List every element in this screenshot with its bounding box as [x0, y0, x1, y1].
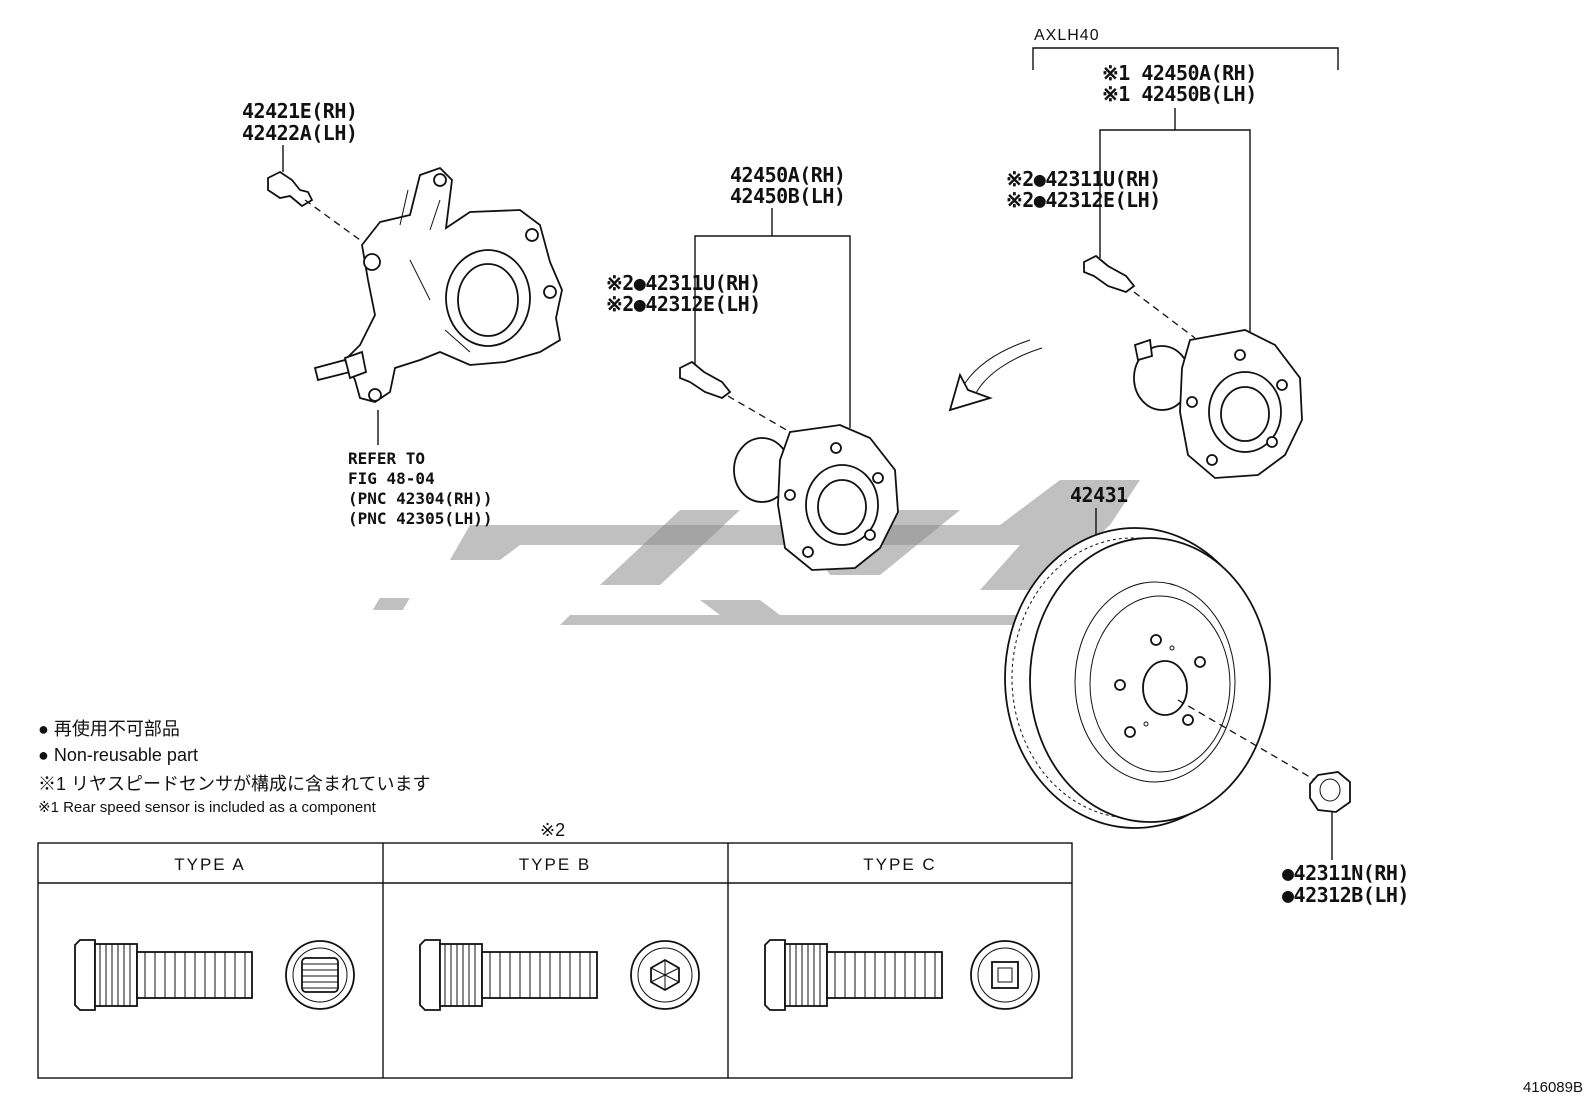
- type-table: [37, 842, 1073, 1079]
- table-header-type-b: TYPE B: [519, 855, 591, 874]
- hub-bolt-right: [1083, 254, 1136, 294]
- disc-label: 42431: [1070, 483, 1128, 507]
- knuckle-bolt: [267, 170, 314, 208]
- figure-id: 416089B: [1523, 1079, 1583, 1096]
- nut-lh-label: ●42312B(LH): [1282, 883, 1409, 907]
- table-ref-mark: ※2: [540, 820, 565, 840]
- axlh-label: AXLH40: [1034, 27, 1100, 44]
- table-header-type-c: TYPE C: [863, 855, 936, 874]
- hub-bearing-middle: [733, 424, 899, 571]
- hub-mid-rh-label: 42450A(RH): [730, 163, 845, 187]
- legend-en-sensor: ※1 Rear speed sensor is included as a co…: [38, 799, 377, 816]
- hub-mid-lh-label: 42450B(LH): [730, 184, 845, 208]
- type-b-end-view: [630, 940, 700, 1010]
- brake-disc: [1004, 527, 1271, 829]
- hub-nut: [1309, 771, 1351, 813]
- bolt-mid-rh-label: ※2●42311U(RH): [606, 271, 761, 295]
- direction-arrow: [948, 339, 1043, 412]
- refer-line-1: REFER TO: [348, 449, 425, 468]
- steering-knuckle: [313, 166, 563, 403]
- refer-line-4: (PNC 42305(LH)): [348, 509, 493, 528]
- knuckle-bolt-lh-label: 42422A(LH): [242, 121, 357, 145]
- knuckle-bolt-rh-label: 42421E(RH): [242, 99, 357, 123]
- refer-line-2: FIG 48-04: [348, 469, 435, 488]
- nut-rh-label: ●42311N(RH): [1282, 861, 1409, 885]
- type-a-bolt: [74, 939, 253, 1011]
- bolt-right-lh-label: ※2●42312E(LH): [1006, 188, 1161, 212]
- hub-s1-rh-label: ※1 42450A(RH): [1102, 61, 1257, 85]
- bolt-right-rh-label: ※2●42311U(RH): [1006, 167, 1161, 191]
- type-b-bolt: [419, 939, 598, 1011]
- bolt-mid-lh-label: ※2●42312E(LH): [606, 292, 761, 316]
- refer-line-3: (PNC 42304(RH)): [348, 489, 493, 508]
- hub-s1-lh-label: ※1 42450B(LH): [1102, 82, 1257, 106]
- legend-jp-sensor: ※1 リヤスピードセンサが構成に含まれています: [38, 774, 430, 794]
- table-header-type-a: TYPE A: [174, 855, 246, 874]
- type-c-end-view: [970, 940, 1040, 1010]
- hub-bearing-right: [1133, 329, 1303, 479]
- type-c-bolt: [764, 939, 943, 1011]
- legend-jp-nonreuse: ● 再使用不可部品: [38, 719, 180, 739]
- hub-bolt-middle: [679, 360, 732, 400]
- type-a-end-view: [285, 940, 355, 1010]
- legend-en-nonreuse: ● Non-reusable part: [38, 745, 198, 765]
